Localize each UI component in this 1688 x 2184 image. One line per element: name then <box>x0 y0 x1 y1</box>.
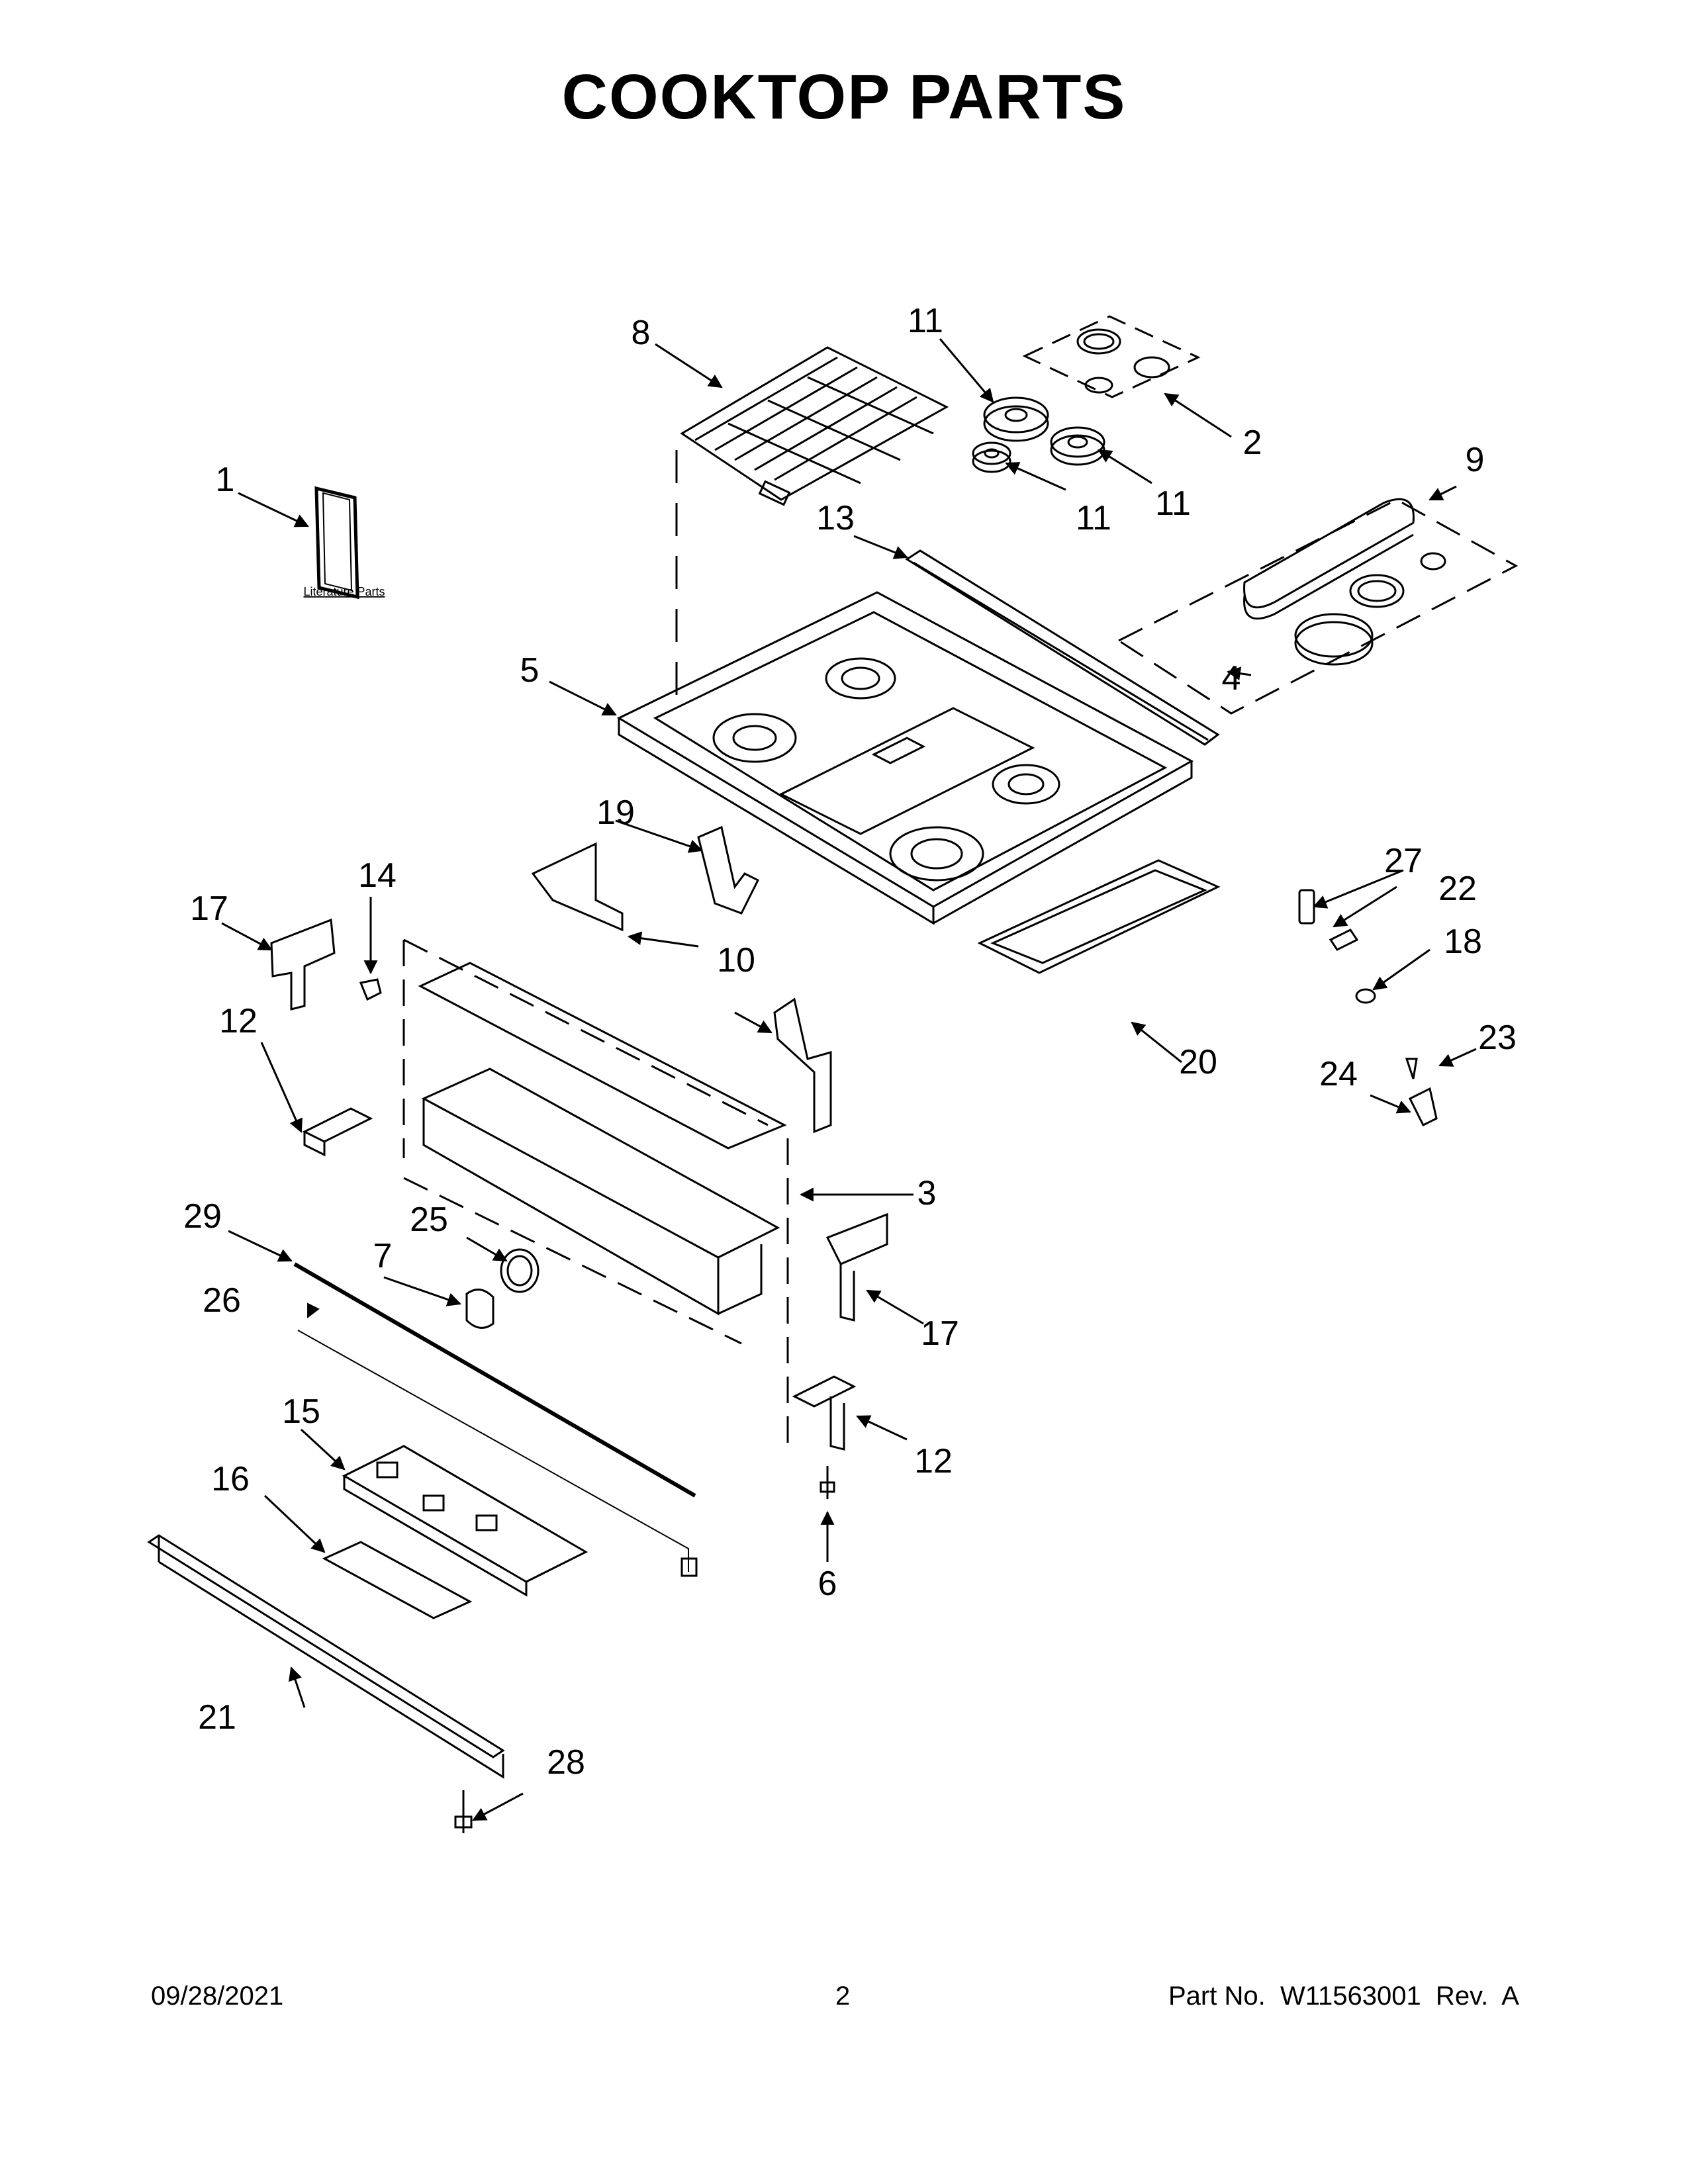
callout-11b: 11 <box>1155 484 1191 523</box>
bracket-10-part <box>773 997 832 1134</box>
burner-cap-kit <box>1022 315 1201 398</box>
control-board-part <box>342 1445 588 1597</box>
control-panel-assembly <box>402 938 789 1443</box>
callout-4: 4 <box>1222 659 1241 698</box>
callout-22: 22 <box>1438 870 1477 908</box>
literature-parts-label: Literature Parts <box>303 585 385 598</box>
footer-date: 09/28/2021 <box>151 1981 284 2011</box>
callout-12b: 12 <box>914 1442 953 1480</box>
literature-parts-icon: Literature Parts <box>303 486 385 600</box>
surface-burner-small <box>972 441 1011 473</box>
rear-trim-part <box>905 549 1220 746</box>
callout-11a: 11 <box>908 302 943 340</box>
callout-28: 28 <box>547 1743 585 1782</box>
surface-burner-large <box>983 396 1049 442</box>
bracket-19-part <box>531 825 760 932</box>
callout-11c: 11 <box>1076 499 1111 537</box>
callout-17a: 17 <box>190 889 228 928</box>
right-side-brackets <box>792 1212 888 1451</box>
callout-25: 25 <box>410 1201 448 1239</box>
callout-8: 8 <box>632 314 651 352</box>
callout-6: 6 <box>818 1565 837 1603</box>
callout-16: 16 <box>211 1460 250 1498</box>
screws <box>454 1466 835 1833</box>
rod-and-wire <box>293 1262 698 1577</box>
callout-10: 10 <box>717 941 755 979</box>
drip-tray-part <box>977 859 1221 974</box>
callout-17b: 17 <box>921 1314 959 1353</box>
callout-26: 26 <box>203 1281 241 1320</box>
page-title: COOKTOP PARTS <box>561 62 1127 132</box>
callout-18: 18 <box>1444 923 1482 961</box>
callout-14: 14 <box>358 856 397 895</box>
callout-12a: 12 <box>219 1002 258 1040</box>
cooktop-main-top <box>616 591 1194 925</box>
board-shield-part <box>322 1541 473 1619</box>
surface-burner-medium <box>1050 426 1105 466</box>
small-hardware-parts <box>1298 889 1438 1127</box>
callout-19: 19 <box>596 794 635 832</box>
callout-13: 13 <box>816 499 855 537</box>
left-side-brackets <box>270 918 382 1157</box>
lower-trim-part <box>147 1534 505 1779</box>
knob-and-bezel <box>465 1248 539 1329</box>
callout-21: 21 <box>198 1698 236 1737</box>
callout-9: 9 <box>1466 441 1485 479</box>
leader-arrows <box>221 338 1477 1821</box>
footer-page-number: 2 <box>835 1981 851 2011</box>
callout-27: 27 <box>1384 842 1423 880</box>
griddle-burner-kit <box>1116 498 1519 715</box>
callout-7: 7 <box>373 1237 393 1275</box>
callout-3: 3 <box>917 1174 937 1212</box>
grate-part <box>680 346 949 506</box>
callout-5: 5 <box>520 651 539 690</box>
callout-2: 2 <box>1243 424 1262 462</box>
callout-24: 24 <box>1319 1055 1358 1093</box>
footer-part-number: Part No. W11563001 Rev. A <box>1168 1981 1519 2011</box>
callout-15: 15 <box>282 1392 320 1431</box>
callout-29: 29 <box>183 1197 222 1236</box>
callout-1: 1 <box>216 461 235 499</box>
callout-20: 20 <box>1179 1043 1217 1081</box>
callout-23: 23 <box>1478 1019 1517 1057</box>
